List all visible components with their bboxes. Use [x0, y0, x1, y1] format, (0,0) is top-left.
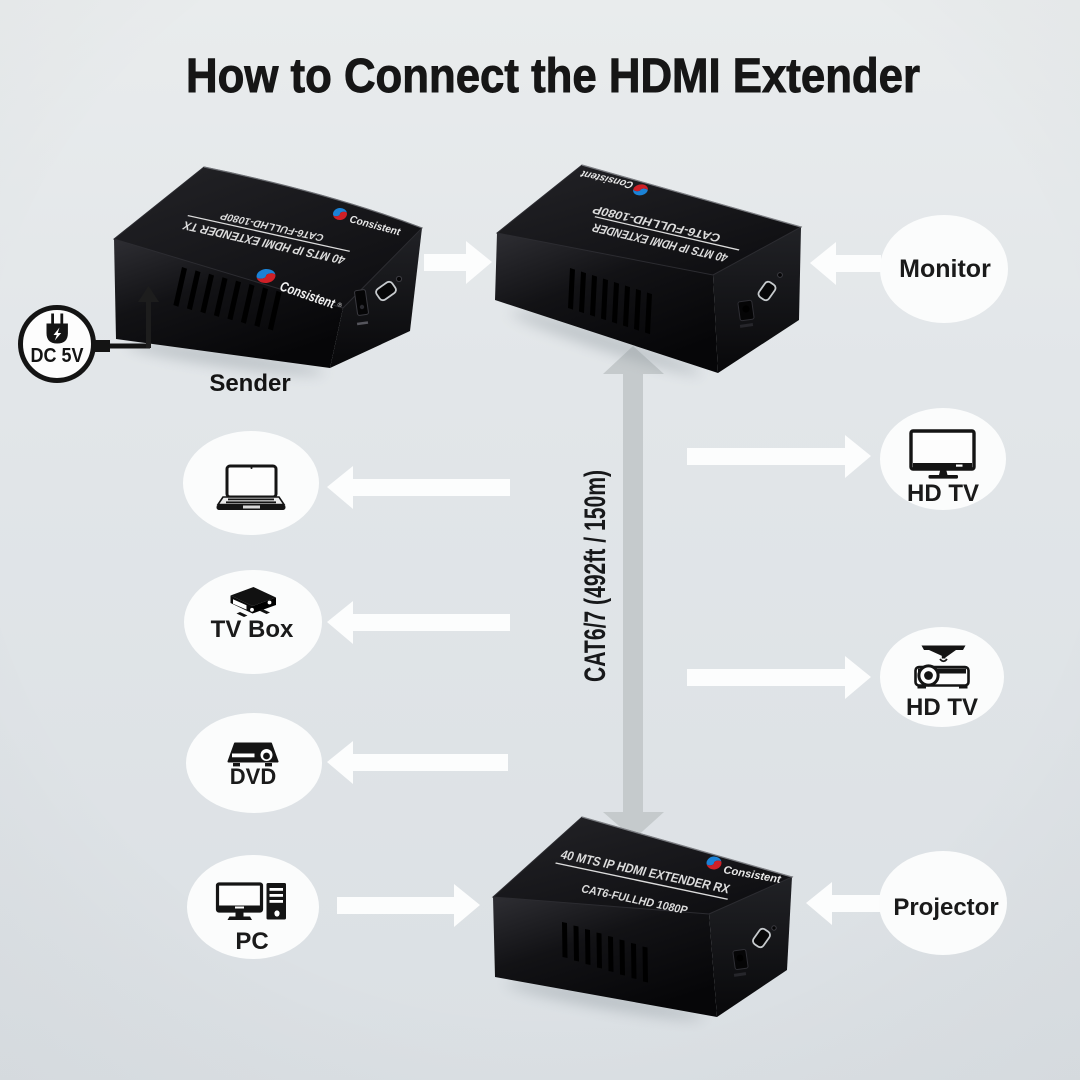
svg-text:TV Box: TV Box: [211, 616, 294, 643]
svg-text:®: ®: [336, 301, 343, 309]
svg-text:How to Connect the HDMI Extend: How to Connect the HDMI Extender: [186, 50, 920, 103]
svg-text:HD TV: HD TV: [906, 694, 978, 721]
svg-text:Projector: Projector: [893, 894, 998, 921]
svg-text:DC 5V: DC 5V: [31, 345, 85, 367]
svg-text:Monitor: Monitor: [899, 255, 991, 283]
svg-text:DVD: DVD: [230, 764, 276, 789]
svg-text:CAT6/7 (492ft / 150m): CAT6/7 (492ft / 150m): [579, 470, 612, 682]
svg-text:PC: PC: [235, 928, 268, 955]
svg-text:HD TV: HD TV: [907, 480, 979, 507]
svg-text:Sender: Sender: [209, 370, 290, 397]
